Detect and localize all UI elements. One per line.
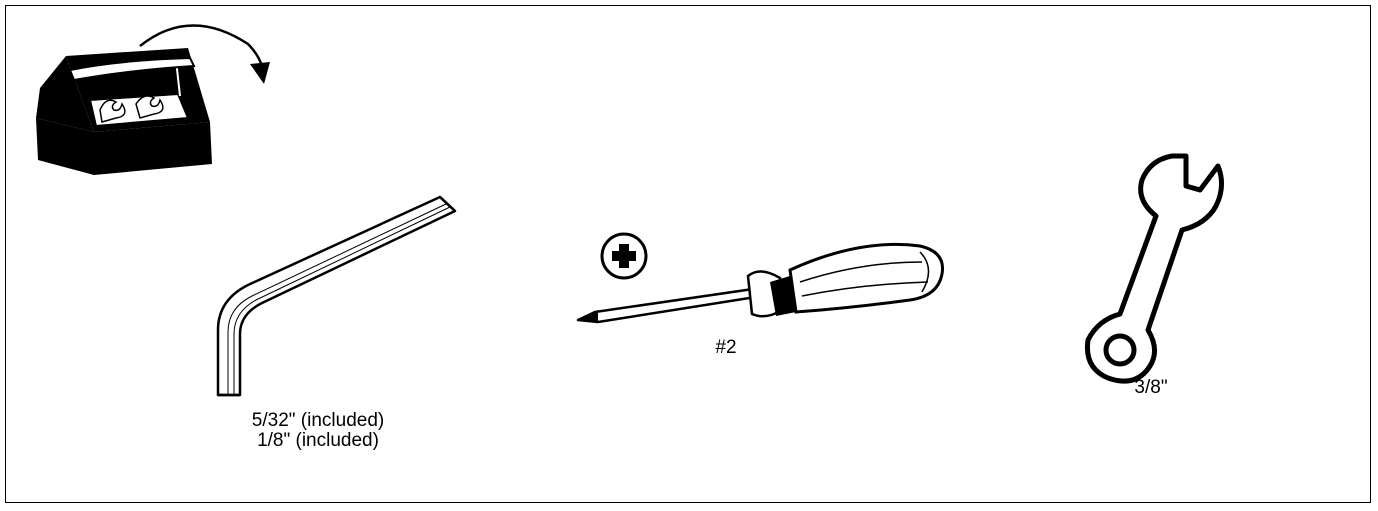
wrench-size-caption: 3/8" [1134, 377, 1168, 398]
rotate-arrow-icon [139, 24, 270, 84]
screwdriver-size-caption: #2 [715, 337, 737, 358]
allen-key-size-caption: 5/32" (included) 1/8" (included) [228, 411, 408, 451]
allen-key-icon [216, 195, 457, 397]
allen-key-size-2: 1/8" (included) [257, 430, 379, 451]
screwdriver-icon [576, 242, 945, 324]
phillips-plus-icon [600, 232, 648, 280]
tools-required-panel [5, 5, 1371, 503]
allen-key-size-1: 5/32" (included) [251, 410, 385, 431]
wrench-icon [1084, 153, 1224, 384]
toolbox-icon [36, 48, 212, 175]
